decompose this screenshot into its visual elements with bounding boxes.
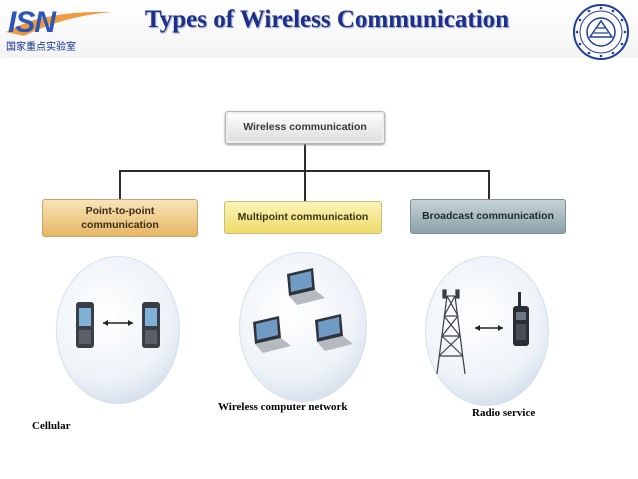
root-node-wireless-communication: Wireless communication [225,111,385,144]
illustration-point-to-point [56,256,180,404]
root-node-label: Wireless communication [243,121,367,134]
connector-middle [304,170,306,201]
double-arrow-icon [475,325,503,331]
radio-tower-icon [436,289,466,375]
connector-right [488,170,490,199]
logo-swoosh-icon [6,11,112,36]
node-multipoint: Multipoint communication [224,201,382,234]
connector-root-stem [304,144,306,171]
mobile-phone-icon [76,302,94,348]
page-title: Types of Wireless Communication [144,6,510,33]
logo-text: ISN [8,6,56,39]
mobile-phone-icon [142,302,160,348]
caption-wireless-computer-network: Wireless computer network [218,401,348,413]
node-p2p-label-line2: communication [81,219,159,231]
logo-subtitle: 国家重点实验室 [6,42,76,53]
node-broadcast-label: Broadcast communication [422,210,554,223]
node-p2p-label-line1: Point-to-point [85,204,155,217]
caption-radio-service: Radio service [472,407,536,419]
node-broadcast: Broadcast communication [410,199,566,234]
laptop-icon [253,316,291,353]
isn-logo: ISN 国家重点实验室 [4,6,116,53]
illustration-multipoint [239,252,367,402]
double-arrow-icon [103,320,133,326]
node-point-to-point: Point-to-point communication [42,199,198,237]
seal-icon [571,3,631,61]
laptop-icon [287,268,325,305]
caption-cellular: Cellular [32,420,71,432]
walkie-talkie-icon [513,292,529,346]
node-multipoint-label: Multipoint communication [237,211,369,224]
laptop-icon [315,314,353,351]
connector-left [119,170,121,199]
illustration-broadcast [425,256,549,406]
header-band [0,0,638,58]
